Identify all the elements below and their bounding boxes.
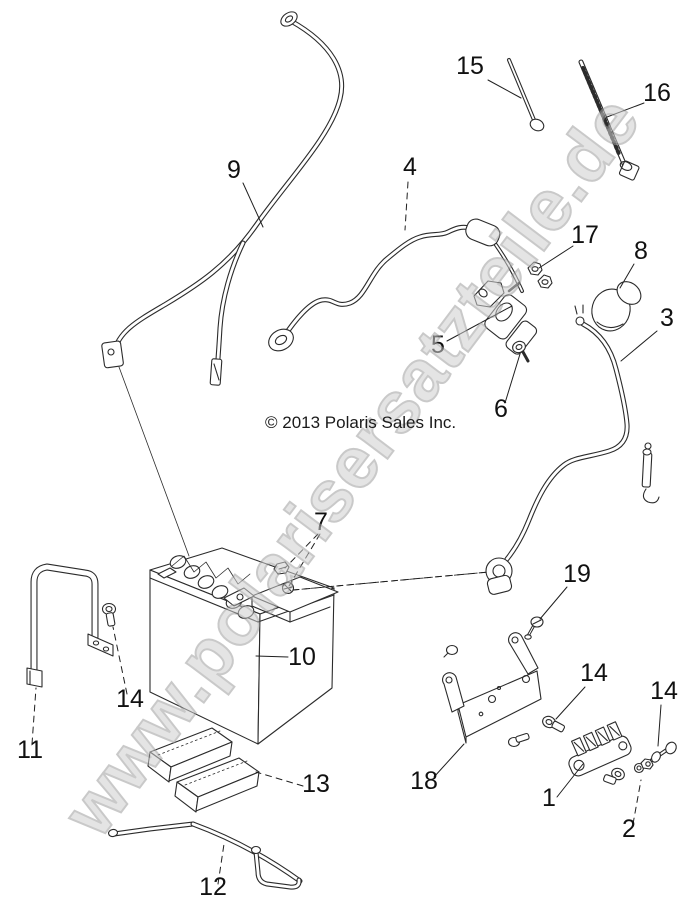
callout-number-1: 1 [542,784,556,812]
callout-number-17: 17 [571,221,599,249]
part-16-bolt [578,59,640,181]
callout-number-11: 11 [17,736,43,764]
part-6-bolt [512,340,530,363]
leader-line-5 [446,305,513,342]
leader-line-14 [657,704,662,747]
leader-line-18 [433,743,465,778]
part-3-cable [485,304,660,595]
part-18-bracket [442,632,542,748]
callout-number-10: 10 [288,643,316,671]
callout-number-12: 12 [199,873,227,901]
leader-line-9 [242,182,264,228]
callout-number-7: 7 [314,508,328,536]
part-2-hardware [603,758,654,785]
leader-line-12 [217,843,225,885]
callout-number-14: 14 [116,685,144,713]
copyright-text: © 2013 Polaris Sales Inc. [265,413,457,432]
part-15-bolt [507,58,545,132]
part-14-bolt-right [650,741,677,763]
callout-number-9: 9 [227,156,241,184]
leader-line-17 [538,245,574,269]
part-17-nuts [527,261,553,289]
callout-number-2: 2 [622,815,636,843]
leader-line-8 [619,263,635,289]
leader-line-1 [556,763,584,798]
part-5-solenoid [473,280,538,355]
callout-number-6: 6 [494,395,508,423]
callout-number-5: 5 [431,331,445,359]
leader-line-11 [31,687,37,745]
part-19-screw [524,616,544,640]
leader-line-16 [606,102,645,118]
leader-line-14 [555,686,586,720]
callout-number-3: 3 [660,304,674,332]
callout-number-15: 15 [456,52,484,80]
leader-line-7 [292,571,490,591]
part-11-strap [26,563,114,688]
leader-line-6 [504,353,521,404]
leader-line-7 [284,533,319,569]
callout-number-18: 18 [410,767,438,795]
part-12-rod [107,821,303,890]
callout-number-13: 13 [302,770,330,798]
part-8-boot [591,281,642,332]
part-9-cable [101,11,345,557]
callout-number-4: 4 [403,153,417,181]
callout-number-14: 14 [650,677,678,705]
part-4-cable [268,218,524,352]
part-10-battery [149,547,339,745]
alignment-line [292,571,490,591]
leader-line-13 [255,771,304,787]
part-13-foam-pads [147,727,260,813]
leader-line-10 [255,655,289,658]
callout-number-8: 8 [634,237,648,265]
part-14-bolt-left [101,602,117,627]
leader-line-3 [620,330,658,362]
leader-line-15 [487,79,522,99]
leader-line-7 [288,533,321,587]
callout-number-16: 16 [643,79,671,107]
leader-line-4 [404,181,409,231]
leader-line-2 [632,779,642,825]
callout-number-14: 14 [580,659,608,687]
part-14-bolt-middle [542,715,566,733]
leader-line-19 [539,586,568,620]
part-1-terminal-block [568,721,632,777]
part-7-screws [273,561,295,595]
callout-number-19: 19 [563,560,591,588]
leader-line-14 [112,626,128,695]
